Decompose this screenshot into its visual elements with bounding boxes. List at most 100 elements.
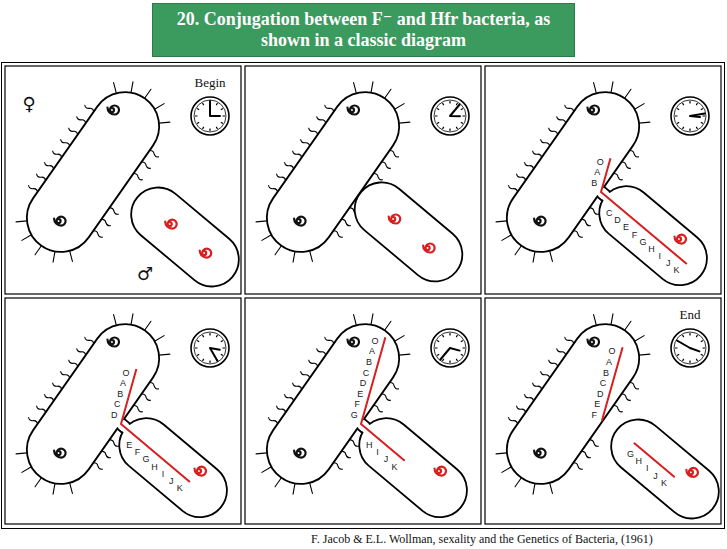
gene-letter: C bbox=[606, 208, 613, 218]
gene-letter: A bbox=[120, 378, 126, 388]
transferred-chromosome bbox=[121, 369, 190, 482]
gene-letter: A bbox=[594, 167, 600, 177]
gene-letter: D bbox=[597, 389, 604, 399]
gene-letter: K bbox=[661, 478, 667, 488]
gene-letter: H bbox=[636, 456, 643, 466]
female-chromosome bbox=[348, 338, 360, 347]
clock-hands bbox=[677, 341, 699, 352]
gene-letter: C bbox=[600, 378, 607, 388]
female-chromosome bbox=[54, 217, 66, 226]
gene-letter: F bbox=[354, 399, 360, 409]
clock-hands bbox=[210, 348, 220, 361]
transferred-chromosome bbox=[601, 158, 687, 264]
male-chromosome bbox=[423, 244, 435, 253]
gene-letter: B bbox=[603, 368, 609, 378]
male-cell bbox=[344, 171, 474, 292]
gene-letter: K bbox=[177, 483, 183, 493]
gene-letter: G bbox=[627, 449, 634, 459]
gene-letter: O bbox=[609, 346, 616, 356]
male-cell bbox=[120, 176, 250, 297]
panel bbox=[0, 295, 241, 528]
gene-letter: O bbox=[372, 336, 379, 346]
female-chromosome bbox=[108, 106, 120, 115]
gene-letter: O bbox=[123, 368, 130, 378]
gene-letter: H bbox=[366, 440, 373, 450]
gene-letter: D bbox=[614, 215, 621, 225]
female-chromosome bbox=[348, 106, 360, 115]
gene-letter: E bbox=[126, 440, 132, 450]
gene-letter: A bbox=[369, 346, 375, 356]
clock-hands bbox=[450, 105, 460, 117]
panel bbox=[238, 295, 481, 528]
male-chromosome bbox=[195, 467, 207, 476]
gene-letter: G bbox=[639, 237, 646, 247]
gene-letter: I bbox=[376, 447, 379, 457]
panel bbox=[238, 63, 481, 294]
clock-hands bbox=[210, 101, 220, 116]
gene-letter: J bbox=[653, 471, 658, 481]
male-chromosome bbox=[675, 235, 687, 244]
gene-letter: H bbox=[151, 462, 158, 472]
gene-letter: K bbox=[391, 462, 397, 472]
gene-letter: C bbox=[363, 368, 370, 378]
panel bbox=[478, 295, 727, 529]
male-chromosome bbox=[686, 468, 698, 477]
gene-letter: A bbox=[606, 357, 612, 367]
gene-letter: D bbox=[360, 378, 367, 388]
gene-letter: F bbox=[632, 230, 638, 240]
female-chromosome bbox=[534, 449, 546, 458]
clock bbox=[431, 97, 469, 135]
female-chromosome bbox=[534, 217, 546, 226]
gene-letter: J bbox=[384, 454, 389, 464]
gene-letter: I bbox=[646, 463, 649, 473]
transferred-chromosome bbox=[361, 337, 405, 460]
female-chromosome bbox=[588, 106, 600, 115]
female-chromosome bbox=[588, 338, 600, 347]
gene-letter: B bbox=[591, 178, 597, 188]
clock bbox=[191, 329, 229, 367]
gene-letter: D bbox=[111, 410, 118, 420]
female-chromosome bbox=[294, 449, 306, 458]
clock bbox=[671, 329, 709, 367]
title-banner: 20. Conjugation between F⁻ and Hfr bacte… bbox=[152, 3, 575, 57]
clock bbox=[671, 97, 709, 135]
female-chromosome bbox=[108, 338, 120, 347]
gene-letter: J bbox=[666, 258, 671, 268]
panel bbox=[478, 63, 721, 296]
female-chromosome bbox=[54, 449, 66, 458]
gene-letter: B bbox=[117, 389, 123, 399]
slide-title: 20. Conjugation between F⁻ and Hfr bacte… bbox=[153, 9, 574, 50]
male-chromosome bbox=[435, 467, 447, 476]
clock-hands bbox=[690, 113, 705, 117]
clock-label: Begin bbox=[194, 76, 225, 90]
gene-letter: C bbox=[114, 399, 121, 409]
gene-letter: H bbox=[648, 244, 655, 254]
gene-letter: G bbox=[351, 410, 358, 420]
male-cell bbox=[348, 407, 478, 528]
clock bbox=[431, 329, 469, 367]
gene-letter: E bbox=[594, 399, 600, 409]
sex-symbol: ♂ bbox=[137, 264, 153, 284]
gene-letter: E bbox=[623, 222, 629, 232]
male-chromosome bbox=[165, 220, 177, 229]
sex-symbol: ♀ bbox=[22, 94, 35, 114]
gene-letter: O bbox=[597, 157, 604, 167]
clock-hands bbox=[440, 348, 459, 360]
gene-letter: I bbox=[162, 469, 165, 479]
gene-letter: I bbox=[659, 251, 662, 261]
clock bbox=[191, 97, 229, 135]
gene-letter: B bbox=[366, 357, 372, 367]
gene-letter: F bbox=[135, 447, 141, 457]
gene-letter: J bbox=[169, 476, 174, 486]
gene-letter: F bbox=[591, 410, 597, 420]
male-chromosome bbox=[389, 215, 401, 224]
source-caption: F. Jacob & E.L. Wollman, sexality and th… bbox=[311, 532, 653, 546]
panel bbox=[0, 63, 250, 297]
gene-letter: K bbox=[674, 265, 680, 275]
gene-letter: E bbox=[357, 389, 363, 399]
male-cell bbox=[600, 408, 727, 529]
gene-letter: G bbox=[143, 454, 150, 464]
female-chromosome bbox=[294, 217, 306, 226]
